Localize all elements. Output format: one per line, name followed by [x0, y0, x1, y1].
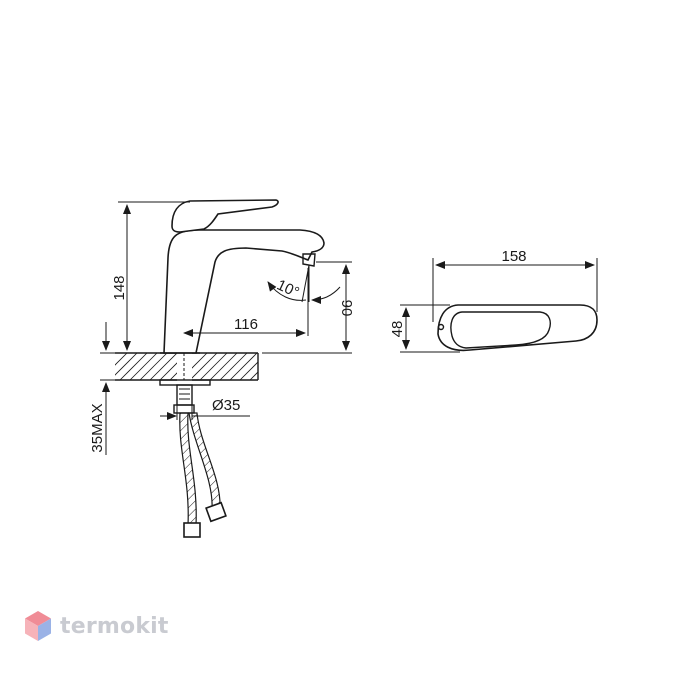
faucet-body — [163, 229, 325, 354]
dimension-spout-reach: 116 — [183, 268, 309, 337]
height-label: 148 — [111, 275, 128, 300]
handle-top-outline — [437, 304, 598, 352]
hole-diameter-label: Ø35 — [212, 397, 240, 414]
dimension-hole-diameter: Ø35 — [160, 392, 250, 420]
flexible-hoses — [179, 412, 227, 538]
spout-reach-label: 116 — [234, 316, 258, 333]
max-countertop-label: 35MAX — [89, 403, 106, 452]
cube-logo-icon — [25, 611, 51, 641]
dimension-spout-angle: 10° — [267, 264, 341, 304]
dimension-max-countertop: 35MAX — [89, 322, 115, 455]
handle-length-label: 158 — [501, 248, 526, 265]
dimension-height: 148 — [111, 201, 190, 354]
handle-top-view: 158 48 — [389, 248, 598, 353]
dimension-handle-width: 48 — [389, 304, 460, 353]
faucet-handle — [171, 199, 279, 233]
handle-width-label: 48 — [389, 321, 406, 338]
dimension-spout-height: 90 — [262, 261, 355, 354]
spout-height-label: 90 — [338, 300, 355, 317]
spout-angle-label: 10° — [274, 276, 302, 301]
termokit-logo: termokit — [24, 610, 169, 642]
faucet-side-view: 148 116 90 10° Ø35 — [89, 199, 355, 538]
brand-name: termokit — [60, 613, 169, 639]
dimension-handle-length: 158 — [432, 248, 598, 322]
countertop-section — [115, 352, 259, 381]
